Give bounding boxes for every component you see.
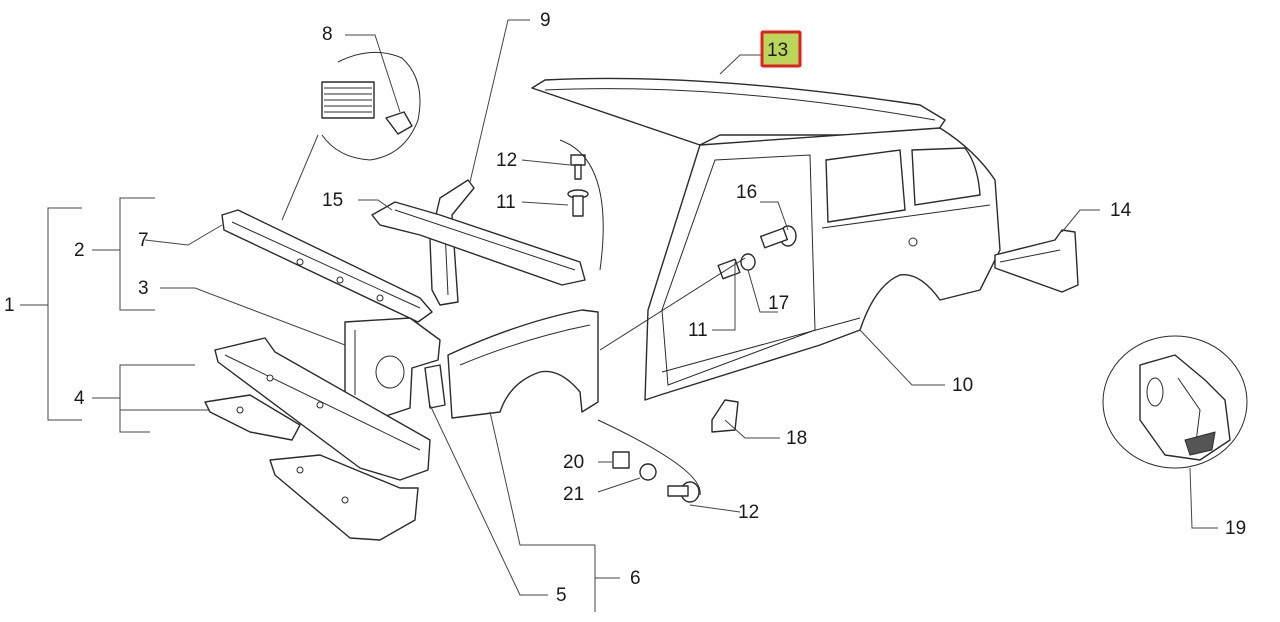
callout-20: 20	[563, 452, 584, 473]
callout-2: 2	[74, 240, 85, 261]
callout-21: 21	[563, 484, 584, 505]
detail-circle-vent-clip	[281, 51, 421, 221]
body-side-roof-part	[531, 77, 1001, 401]
lower-crossmember-part	[214, 337, 431, 481]
callout-1: 1	[4, 295, 15, 316]
bolt-upper-part	[570, 154, 586, 180]
bracket-group-2	[92, 197, 155, 311]
callout-8: 8	[322, 24, 333, 45]
callout-12b: 12	[738, 502, 759, 523]
door-washer-part	[740, 253, 756, 271]
bottom-rail-part	[269, 454, 419, 541]
callout-4: 4	[74, 388, 85, 409]
callout-19: 19	[1225, 518, 1246, 539]
callout-13: 13	[767, 40, 788, 61]
callout-18: 18	[786, 428, 807, 449]
callout-11a: 11	[496, 192, 516, 213]
callout-15: 15	[322, 190, 343, 211]
sill-reinforcement-part	[994, 229, 1079, 293]
callout-7: 7	[138, 230, 149, 251]
callout-labels: 1 2 3 4 5 6 7 8 9 10 11 11 12 12 13 14 1…	[4, 10, 1246, 606]
callout-14: 14	[1110, 200, 1132, 221]
washer-upper-part	[567, 189, 589, 217]
front-fender-part	[424, 309, 599, 419]
clip-nut-part	[612, 451, 630, 469]
callout-10: 10	[952, 375, 973, 396]
leader-lines	[144, 19, 1218, 612]
callout-6: 6	[630, 568, 641, 589]
small-bracket-part	[711, 399, 739, 433]
callout-3: 3	[138, 278, 149, 299]
callout-12a: 12	[496, 150, 517, 171]
door-bolt-part	[759, 225, 797, 249]
detail-circle-reinforcement	[1102, 335, 1248, 469]
radiator-side-panel-part	[344, 317, 441, 419]
callout-11b: 11	[688, 320, 708, 341]
lower-plate-part	[204, 394, 301, 441]
bracket-group-1	[20, 207, 82, 421]
upper-crossmember-part	[221, 209, 433, 323]
callout-5: 5	[556, 585, 567, 606]
callout-9: 9	[540, 10, 551, 31]
bracket-group-4	[92, 364, 210, 433]
washer-lower-part	[639, 463, 657, 481]
cowl-panel-part	[371, 201, 586, 286]
highlight-box	[760, 30, 802, 68]
callout-17: 17	[768, 293, 789, 314]
bolt-lower-part	[667, 481, 700, 503]
callout-16: 16	[736, 182, 757, 203]
